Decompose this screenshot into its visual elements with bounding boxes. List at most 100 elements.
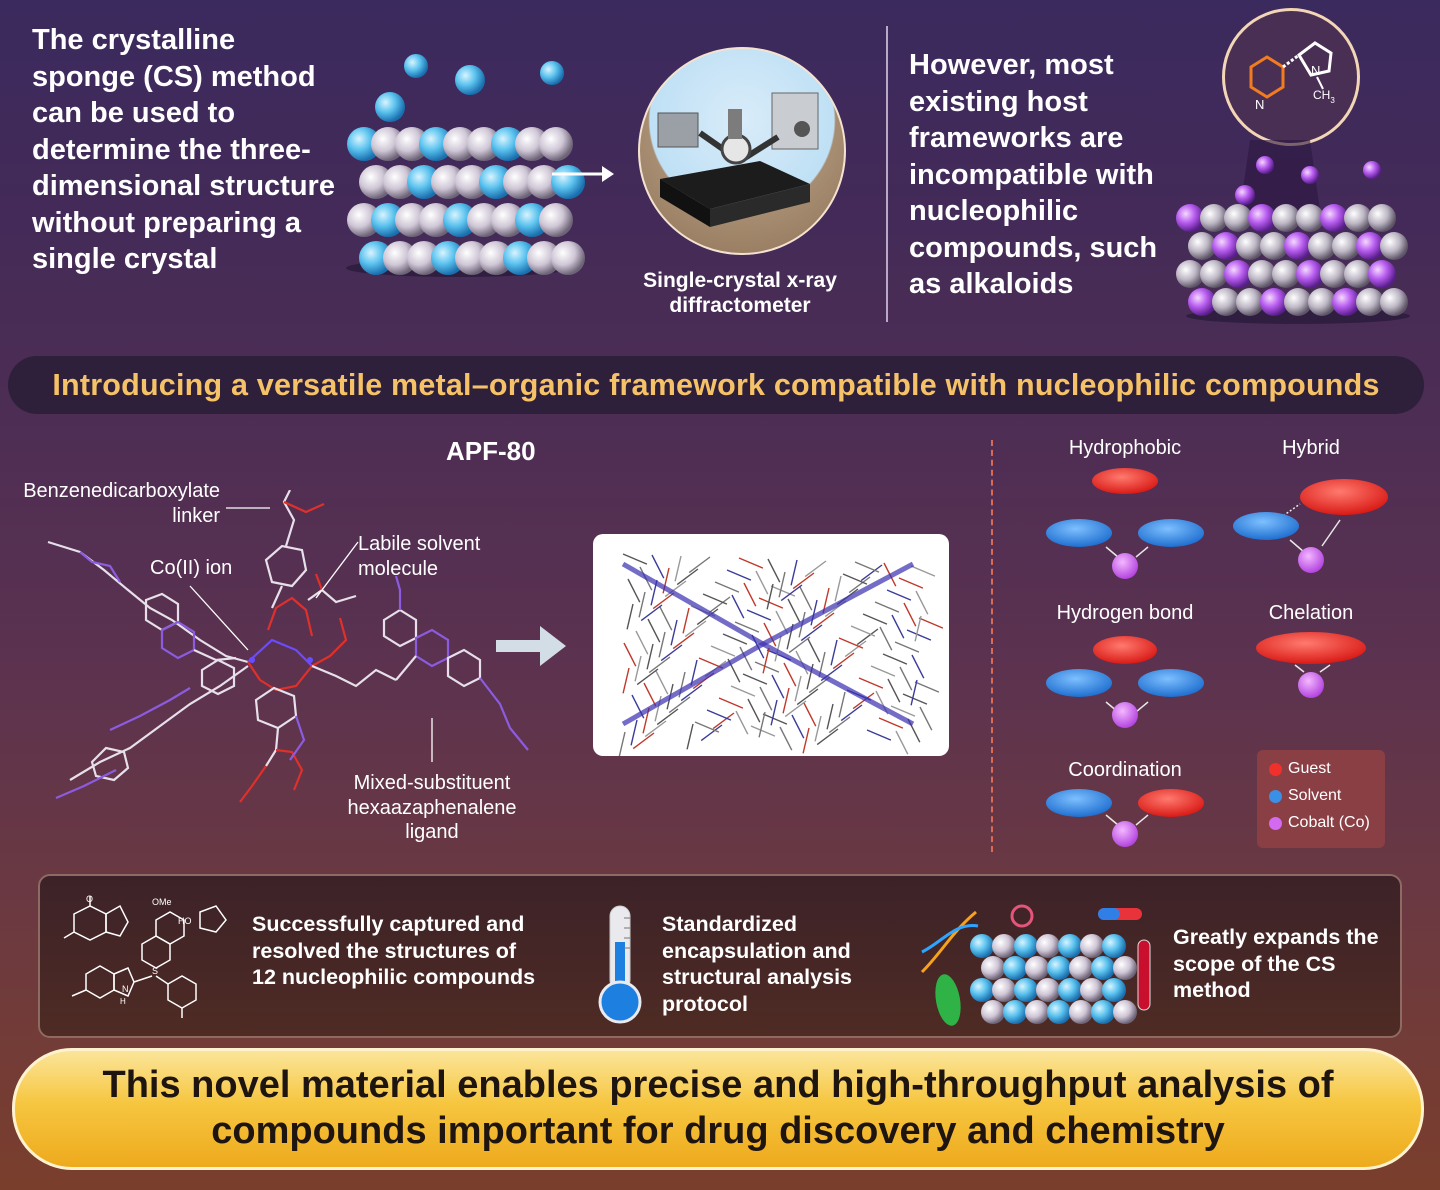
lattice-bond bbox=[828, 716, 851, 734]
lattice-bond bbox=[766, 583, 774, 610]
lattice-bond bbox=[891, 614, 905, 639]
lattice-sphere bbox=[431, 165, 465, 199]
lattice-bond bbox=[914, 681, 940, 693]
lattice-bond bbox=[890, 705, 916, 717]
lattice-bond bbox=[763, 622, 777, 647]
lattice-bond bbox=[754, 661, 780, 673]
lattice-bond bbox=[856, 628, 879, 646]
lattice-bond bbox=[799, 586, 813, 611]
lattice-bond bbox=[750, 725, 776, 737]
host-framework-illustration bbox=[1176, 140, 1410, 324]
pyrrolidine-n-label: N bbox=[1311, 63, 1320, 78]
apf80-title: APF-80 bbox=[446, 436, 536, 466]
section-divider bbox=[991, 440, 993, 852]
linker-label: Benzenedicarboxylate linker bbox=[23, 480, 220, 527]
lattice-bond bbox=[906, 629, 932, 641]
lattice-bond bbox=[747, 698, 761, 723]
lattice-sphere bbox=[1272, 204, 1300, 232]
lattice-bond bbox=[694, 721, 720, 733]
lattice-sphere bbox=[1188, 232, 1216, 260]
lattice-sphere bbox=[503, 241, 537, 275]
lattice-bond bbox=[830, 639, 838, 666]
lattice-sphere bbox=[992, 934, 1016, 958]
lattice-bond bbox=[656, 708, 679, 726]
lattice-bond bbox=[791, 714, 805, 739]
lattice-sphere bbox=[981, 1000, 1005, 1024]
lattice-bond bbox=[804, 560, 827, 578]
ome-label: OMe bbox=[152, 897, 172, 907]
lattice-bond bbox=[902, 693, 928, 705]
lattice-bond bbox=[794, 675, 802, 702]
thermometer-icon bbox=[598, 905, 642, 1024]
lattice-sphere bbox=[1025, 956, 1049, 980]
lattice-sphere bbox=[1272, 260, 1300, 288]
lattice-bond bbox=[903, 602, 917, 627]
lattice-bond bbox=[634, 655, 642, 682]
lattice-sphere bbox=[491, 127, 525, 161]
lattice-sphere bbox=[1113, 1000, 1137, 1024]
lattice-sphere bbox=[551, 241, 585, 275]
lattice-sphere bbox=[467, 127, 501, 161]
lattice-sphere bbox=[1176, 204, 1204, 232]
lattice-bond bbox=[796, 688, 819, 706]
lattice-sphere bbox=[1036, 978, 1060, 1002]
lattice-sphere bbox=[1344, 204, 1372, 232]
lattice-sphere bbox=[970, 934, 994, 958]
lattice-bond bbox=[898, 577, 924, 589]
lattice-sphere bbox=[1176, 260, 1204, 288]
lattice-bond bbox=[622, 667, 630, 694]
lattice-bond bbox=[803, 702, 817, 727]
lattice-bond bbox=[780, 584, 803, 602]
lattice-bond bbox=[770, 699, 778, 726]
lattice-bond bbox=[770, 585, 796, 597]
lattice-sphere bbox=[1003, 956, 1027, 980]
diffractometer-label: Single-crystal x-ray diffractometer bbox=[643, 269, 837, 317]
lattice-sphere bbox=[1025, 1000, 1049, 1024]
apf80-molecular-structure bbox=[47, 490, 529, 803]
lattice-sphere bbox=[1236, 288, 1264, 316]
lattice-bond bbox=[659, 606, 673, 631]
lattice-bond bbox=[919, 706, 933, 731]
lattice-sphere bbox=[1212, 288, 1240, 316]
lattice-bond bbox=[852, 692, 875, 710]
lattice-bond bbox=[730, 685, 756, 697]
lattice-sphere bbox=[407, 165, 441, 199]
lattice-bond bbox=[755, 570, 769, 595]
interaction-diagrams bbox=[1046, 468, 1388, 847]
lattice-channel bbox=[621, 561, 765, 647]
lattice-bond bbox=[684, 620, 707, 638]
lattice-bond bbox=[832, 652, 855, 670]
lattice-sphere bbox=[479, 241, 513, 275]
feature-captured: Successfully captured and resolved the s… bbox=[252, 912, 536, 989]
lattice-bond bbox=[647, 618, 661, 643]
lattice-bond bbox=[759, 686, 773, 711]
lattice-bond bbox=[788, 636, 811, 654]
lattice-bond bbox=[652, 592, 675, 610]
lattice-sphere bbox=[1091, 956, 1115, 980]
lattice-sphere bbox=[1091, 1000, 1115, 1024]
lattice-sphere bbox=[1356, 288, 1384, 316]
lattice-sphere bbox=[1260, 232, 1288, 260]
lattice-sphere bbox=[1036, 934, 1060, 958]
lattice-sphere bbox=[491, 203, 525, 237]
lattice-sphere bbox=[992, 978, 1016, 1002]
lattice-bond bbox=[731, 594, 745, 619]
lattice-bond bbox=[635, 630, 649, 655]
lattice-bond bbox=[664, 580, 687, 598]
lattice-bond bbox=[783, 662, 797, 687]
lattice-bond bbox=[784, 700, 807, 718]
lattice-bond bbox=[623, 642, 637, 667]
section-banner: Introducing a versatile metal–organic fr… bbox=[8, 356, 1424, 414]
lattice-sphere bbox=[1344, 260, 1372, 288]
o-label: O bbox=[86, 894, 93, 904]
lattice-bond bbox=[655, 670, 669, 695]
lattice-bond bbox=[722, 633, 748, 645]
lattice-bond bbox=[882, 653, 908, 665]
lattice-sphere bbox=[539, 127, 573, 161]
lattice-sphere bbox=[359, 241, 393, 275]
lattice-sphere bbox=[1284, 288, 1312, 316]
lattice-bond bbox=[887, 678, 901, 703]
lattice-channel bbox=[761, 641, 915, 727]
lattice-sphere bbox=[371, 203, 405, 237]
lattice-sphere bbox=[1102, 934, 1126, 958]
